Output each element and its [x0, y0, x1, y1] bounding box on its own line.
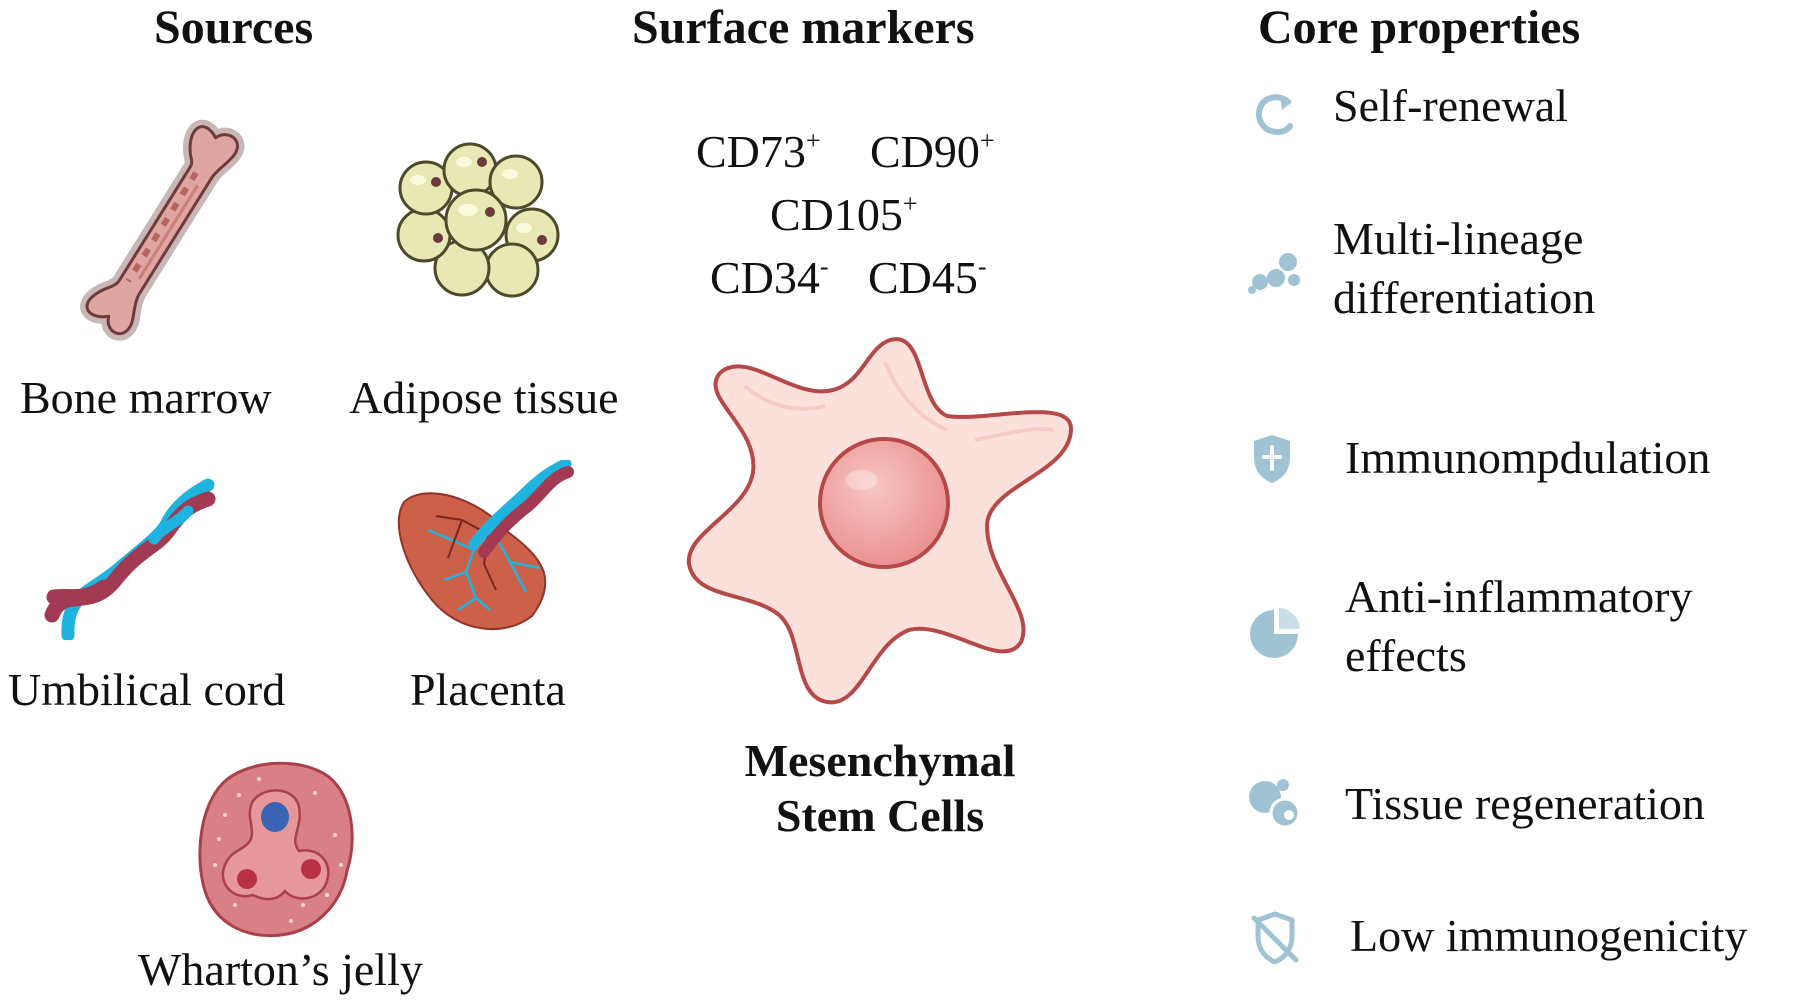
- property-multi-lineage: Multi-lineage differentiation: [1333, 210, 1595, 328]
- renewal-arrow-icon: [1256, 94, 1293, 136]
- marker-name: CD105: [770, 189, 903, 240]
- property-line: Anti-inflammatory: [1345, 571, 1693, 622]
- properties-heading: Core properties: [1258, 1, 1581, 54]
- property-tissue-regeneration: Tissue regeneration: [1345, 778, 1705, 829]
- property-line: Multi-lineage: [1333, 213, 1584, 264]
- marker-name: CD34: [710, 252, 820, 303]
- regeneration-cells-icon: [1249, 779, 1301, 829]
- marker-cd73: CD73+: [696, 124, 821, 179]
- source-label-umbilical-cord: Umbilical cord: [8, 664, 286, 715]
- placenta-icon: [397, 460, 574, 631]
- marker-sign: +: [805, 126, 821, 155]
- marker-sign: -: [819, 252, 829, 281]
- marker-name: CD45: [868, 252, 978, 303]
- marker-sign: +: [902, 189, 918, 218]
- bone-icon: [80, 119, 245, 341]
- adipose-cells-icon: [396, 142, 560, 298]
- marker-sign: +: [979, 126, 995, 155]
- marker-name: CD73: [696, 126, 806, 177]
- source-label-whartons-jelly: Wharton’s jelly: [138, 944, 423, 995]
- property-line: differentiation: [1333, 271, 1596, 323]
- marker-sign: -: [977, 252, 987, 281]
- marker-cd90: CD90+: [870, 124, 995, 179]
- source-label-placenta: Placenta: [410, 664, 566, 715]
- marker-cd45: CD45-: [868, 250, 987, 305]
- umbilical-cord-icon: [44, 478, 216, 640]
- marker-cd34: CD34-: [710, 250, 829, 305]
- shield-icon: [1254, 435, 1290, 483]
- msc-title-line2: Stem Cells: [775, 790, 985, 842]
- source-label-bone-marrow: Bone marrow: [20, 372, 272, 423]
- property-self-renewal: Self-renewal: [1333, 80, 1568, 131]
- property-line: effects: [1345, 629, 1467, 681]
- differentiation-cells-icon: [1248, 253, 1300, 294]
- msc-title: Mesenchymal Stem Cells: [700, 733, 1060, 843]
- marker-name: CD90: [870, 126, 980, 177]
- markers-heading: Surface markers: [632, 1, 975, 54]
- marker-cd105: CD105+: [770, 187, 918, 242]
- property-low-immunogenicity: Low immunogenicity: [1350, 910, 1748, 961]
- whartons-jelly-icon: [198, 761, 354, 938]
- pie-icon: [1250, 608, 1300, 658]
- crossed-shield-icon: [1251, 911, 1299, 965]
- sources-heading: Sources: [154, 1, 314, 54]
- msc-title-line1: Mesenchymal: [744, 735, 1016, 786]
- property-immunomodulation: Immunompdulation: [1345, 432, 1711, 483]
- source-label-adipose-tissue: Adipose tissue: [349, 372, 619, 423]
- stem-cell-icon: [686, 337, 1074, 705]
- property-anti-inflammatory: Anti-inflammatory effects: [1345, 568, 1692, 686]
